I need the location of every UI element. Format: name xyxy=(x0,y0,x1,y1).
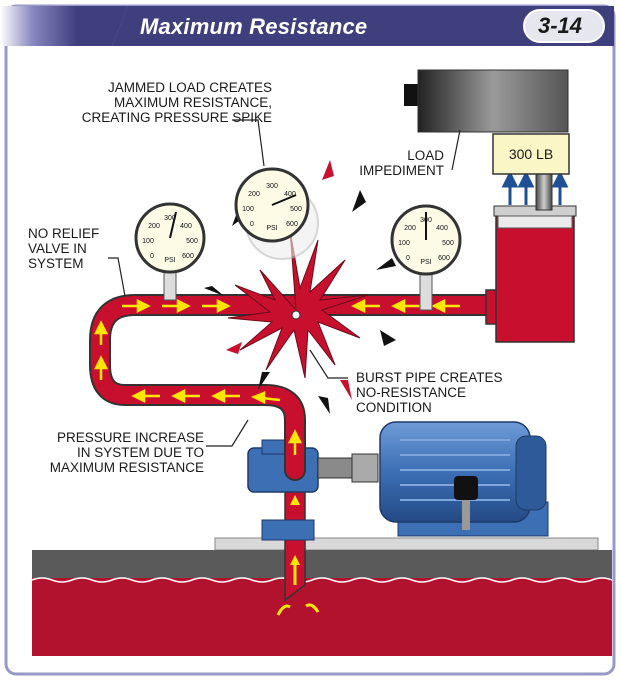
gauge-right-tick-600: 600 xyxy=(438,255,450,262)
load-weight: 300 LB xyxy=(508,146,554,162)
gauge-left-tick-0: 0 xyxy=(150,253,154,260)
gauge-left-tick-600: 600 xyxy=(182,253,194,260)
gauge-right-tick-0: 0 xyxy=(406,255,410,262)
gauge-left-tick-300: 300 xyxy=(164,215,176,222)
gauge-center-unit: PSI xyxy=(266,225,277,232)
gauge-center-tick-400: 400 xyxy=(284,191,296,198)
gauge-left-tick-400: 400 xyxy=(180,223,192,230)
gauge-center-tick-200: 200 xyxy=(248,191,260,198)
gauge-left xyxy=(134,202,206,301)
shaft-coupling xyxy=(351,453,379,483)
label-pressure-line-3: MAXIMUM RESISTANCE xyxy=(49,460,204,475)
gauge-left-tick-200: 200 xyxy=(148,223,160,230)
load-box xyxy=(492,133,570,175)
header-bar xyxy=(0,6,520,46)
hydraulic-cylinder xyxy=(485,169,577,343)
leader-lines xyxy=(108,119,461,447)
label-pressure-line-1: PRESSURE INCREASE xyxy=(56,430,204,445)
figure-number-badge xyxy=(520,6,614,46)
pressure-line xyxy=(89,294,506,481)
gauge-left-tick-100: 100 xyxy=(142,238,154,245)
label-load-line-2: IMPEDIMENT xyxy=(359,163,444,178)
gauge-center-tick-300: 300 xyxy=(266,183,278,190)
burst-explosion xyxy=(204,160,396,414)
gauge-center-tick-0: 0 xyxy=(250,221,254,228)
gauge-right xyxy=(390,204,462,311)
gauge-right-tick-200: 200 xyxy=(404,225,416,232)
label-jammed-line-2: MAXIMUM RESISTANCE, xyxy=(113,95,272,110)
label-jammed-load: JAMMED LOAD CREATES MAXIMUM RESISTANCE, … xyxy=(40,80,272,125)
label-load-line-1: LOAD xyxy=(407,148,444,163)
force-arrows xyxy=(501,170,569,205)
label-no-relief-line-1: NO RELIEF xyxy=(28,226,100,241)
label-burst-line-1: BURST PIPE CREATES xyxy=(356,370,503,385)
gauge-right-tick-400: 400 xyxy=(436,225,448,232)
label-burst-pipe: BURST PIPE CREATES NO-RESISTANCE CONDITI… xyxy=(356,370,503,415)
label-no-relief-line-2: VALVE IN xyxy=(28,241,87,256)
gauge-right-unit: PSI xyxy=(420,259,431,266)
label-jammed-line-3: CREATING PRESSURE SPIKE xyxy=(81,110,272,125)
gauge-center-tick-500: 500 xyxy=(290,206,302,213)
label-no-relief-line-3: SYSTEM xyxy=(28,256,84,271)
gauge-right-tick-300: 300 xyxy=(420,217,432,224)
gauge-right-tick-500: 500 xyxy=(442,240,454,247)
gauge-left-unit: PSI xyxy=(164,257,175,264)
figure-title: Maximum Resistance xyxy=(140,14,368,39)
flow-arrows xyxy=(93,298,460,455)
gauge-center-tick-100: 100 xyxy=(242,206,254,213)
gauge-center xyxy=(234,167,319,260)
gauge-right-tick-100: 100 xyxy=(398,240,410,247)
load-impediment xyxy=(404,69,569,133)
label-pressure-line-2: IN SYSTEM DUE TO xyxy=(76,445,204,460)
electric-motor xyxy=(379,421,549,537)
label-pressure-increase: PRESSURE INCREASE IN SYSTEM DUE TO MAXIM… xyxy=(20,430,204,475)
floor-slab xyxy=(31,537,613,656)
gauge-left-tick-500: 500 xyxy=(186,238,198,245)
label-load-impediment: LOAD IMPEDIMENT xyxy=(340,148,444,178)
label-burst-line-3: CONDITION xyxy=(356,400,432,415)
gauge-center-tick-600: 600 xyxy=(286,221,298,228)
label-no-relief: NO RELIEF VALVE IN SYSTEM xyxy=(28,226,99,271)
label-burst-line-2: NO-RESISTANCE xyxy=(356,385,467,400)
figure-number: 3-14 xyxy=(537,13,583,38)
label-jammed-line-1: JAMMED LOAD CREATES xyxy=(107,80,272,95)
